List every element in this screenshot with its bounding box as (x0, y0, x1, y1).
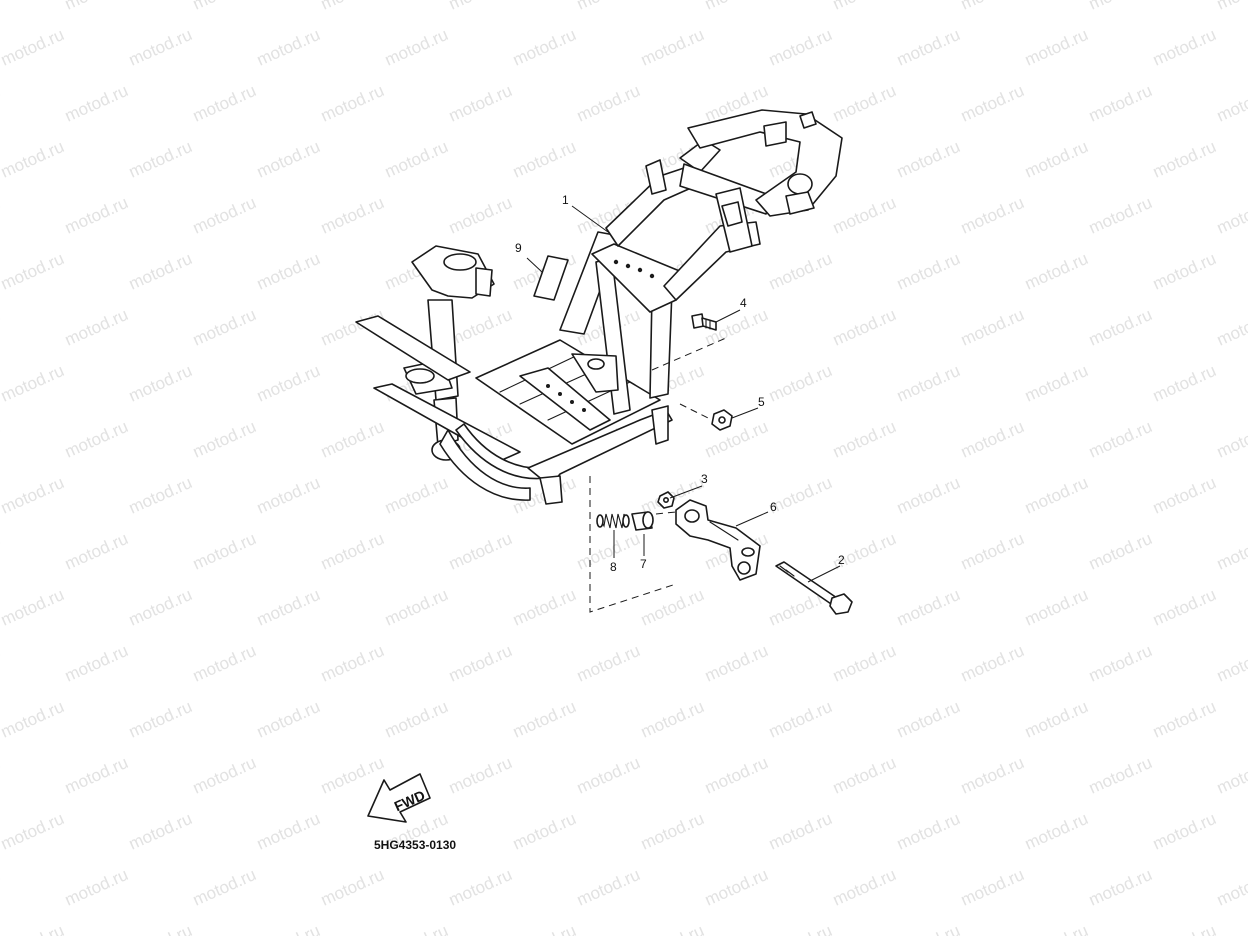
main-frame-part (355, 109, 843, 505)
collar-part (631, 511, 654, 531)
callout-3: 3 (701, 472, 708, 486)
leader-lines (526, 205, 841, 583)
callout-1: 1 (562, 193, 569, 207)
spring-part (596, 513, 630, 529)
flange-bolt-part (691, 313, 717, 331)
long-bolt-part (775, 561, 853, 615)
callout-6: 6 (770, 500, 777, 514)
drawing-code: 5HG4353-0130 (374, 838, 457, 852)
callout-5: 5 (758, 395, 765, 409)
small-nut-part (657, 491, 675, 509)
callout-7: 7 (640, 557, 647, 571)
hex-nut-part (711, 409, 733, 431)
callout-8: 8 (610, 560, 617, 574)
assembly-lines (589, 337, 727, 613)
forward-direction-arrow: FWD (367, 773, 431, 823)
callout-2: 2 (838, 553, 845, 567)
callout-9: 9 (515, 241, 522, 255)
caution-label-part (533, 255, 569, 301)
stand-bracket-part (675, 499, 761, 581)
callout-4: 4 (740, 296, 747, 310)
